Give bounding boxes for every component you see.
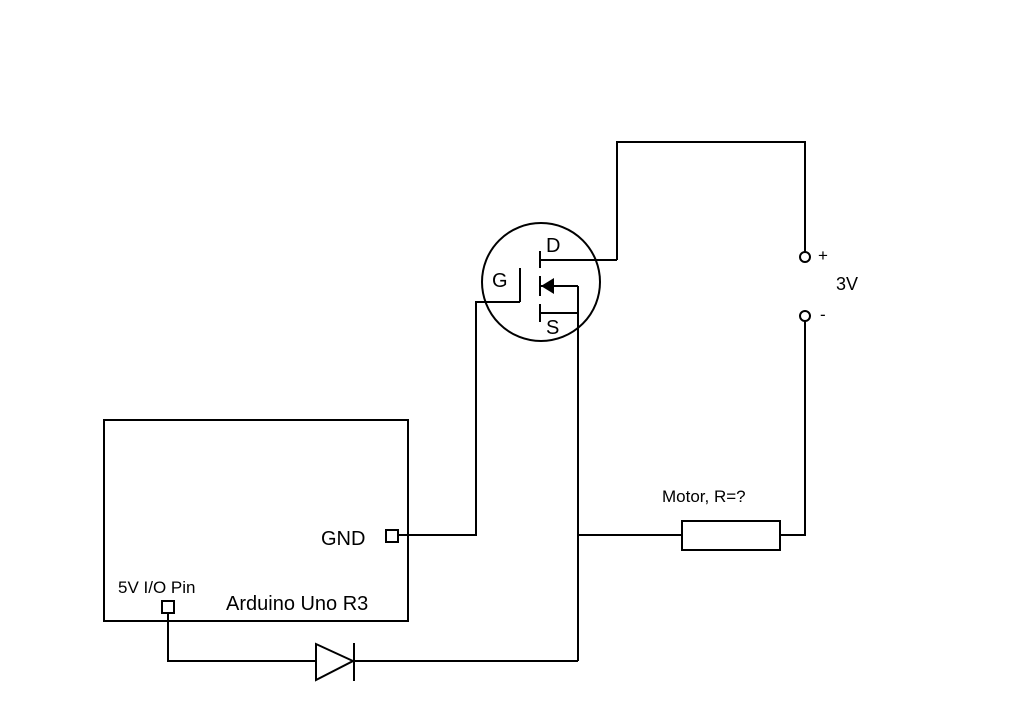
motor-label: Motor, R=? xyxy=(662,487,746,506)
mosfet-arrow xyxy=(541,278,554,294)
gnd-label: GND xyxy=(321,528,365,550)
motor-resistor xyxy=(681,520,781,551)
supply-minus-label: - xyxy=(820,305,826,324)
gnd-pin xyxy=(385,529,399,543)
io-pin-label: 5V I/O Pin xyxy=(118,578,195,597)
diode-triangle xyxy=(315,642,356,682)
arduino-name-label: Arduino Uno R3 xyxy=(226,593,368,615)
mosfet-gate-label: G xyxy=(492,270,508,292)
gnd-to-gate-wire xyxy=(398,301,520,536)
supply-minus-terminal xyxy=(799,310,811,322)
supply-to-motor-wire xyxy=(780,321,806,536)
drain-to-supply-wire xyxy=(616,141,806,260)
mosfet-source-label: S xyxy=(546,317,559,339)
arduino-board xyxy=(103,419,409,622)
io-to-diode-wire xyxy=(167,613,316,662)
supply-plus-label: + xyxy=(818,246,828,265)
mosfet-body xyxy=(481,222,601,342)
supply-plus-terminal xyxy=(799,251,811,263)
io-pin xyxy=(161,600,175,614)
mosfet-drain-label: D xyxy=(546,235,560,257)
supply-voltage-label: 3V xyxy=(836,274,858,294)
